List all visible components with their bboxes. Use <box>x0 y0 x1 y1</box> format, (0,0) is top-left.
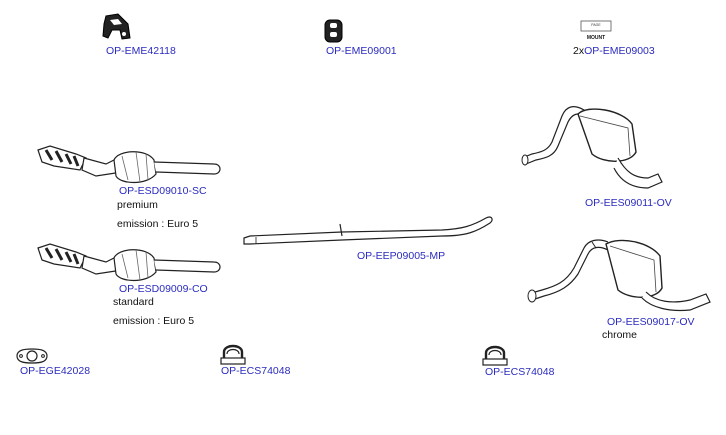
cat-1-note-variant: premium <box>117 199 158 211</box>
part-code-mount-3[interactable]: 2xOP-EME09003 <box>573 45 655 57</box>
cat-1-note-emission: emission : Euro 5 <box>117 218 199 230</box>
quantity-prefix: 2x <box>573 45 585 57</box>
part-code[interactable]: OP-EME09003 <box>584 45 655 57</box>
part-code-clamp-2[interactable]: OP-ECS74048 <box>485 366 555 378</box>
intermediate-pipe-icon[interactable] <box>242 212 496 250</box>
rear-silencer-icon[interactable] <box>522 232 714 314</box>
silencer-2-note: chrome <box>602 329 638 341</box>
mount-label-icon[interactable]: PAGE MOUNT <box>580 20 612 42</box>
part-code-mount-2[interactable]: OP-EME09001 <box>326 45 397 57</box>
clamp-icon[interactable] <box>218 340 248 366</box>
rear-silencer-icon[interactable] <box>518 98 668 196</box>
part-code-clamp-1[interactable]: OP-ECS74048 <box>221 365 291 377</box>
clamp-icon[interactable] <box>480 341 510 367</box>
mount-label-text: MOUNT <box>587 35 605 41</box>
part-code-silencer-1[interactable]: OP-EES09011-OV <box>585 197 672 209</box>
part-code-gasket[interactable]: OP-EGE42028 <box>20 365 91 377</box>
catalytic-converter-icon[interactable] <box>36 140 226 190</box>
rubber-mount-icon[interactable] <box>322 18 346 44</box>
gasket-icon[interactable] <box>14 346 50 366</box>
catalytic-converter-icon[interactable] <box>36 238 226 288</box>
cat-2-note-variant: standard <box>113 296 154 308</box>
cat-2-note-emission: emission : Euro 5 <box>113 315 195 327</box>
part-code-silencer-2[interactable]: OP-EES09017-OV <box>607 316 695 328</box>
mount-label-top-text: PAGE <box>591 23 601 27</box>
part-code-mount-1[interactable]: OP-EME42118 <box>106 45 176 57</box>
part-code-cat-1[interactable]: OP-ESD09010-SC <box>119 185 207 197</box>
rubber-mount-icon[interactable] <box>100 12 136 42</box>
part-code-cat-2[interactable]: OP-ESD09009-CO <box>119 283 208 295</box>
part-code-pipe[interactable]: OP-EEP09005-MP <box>357 250 446 262</box>
